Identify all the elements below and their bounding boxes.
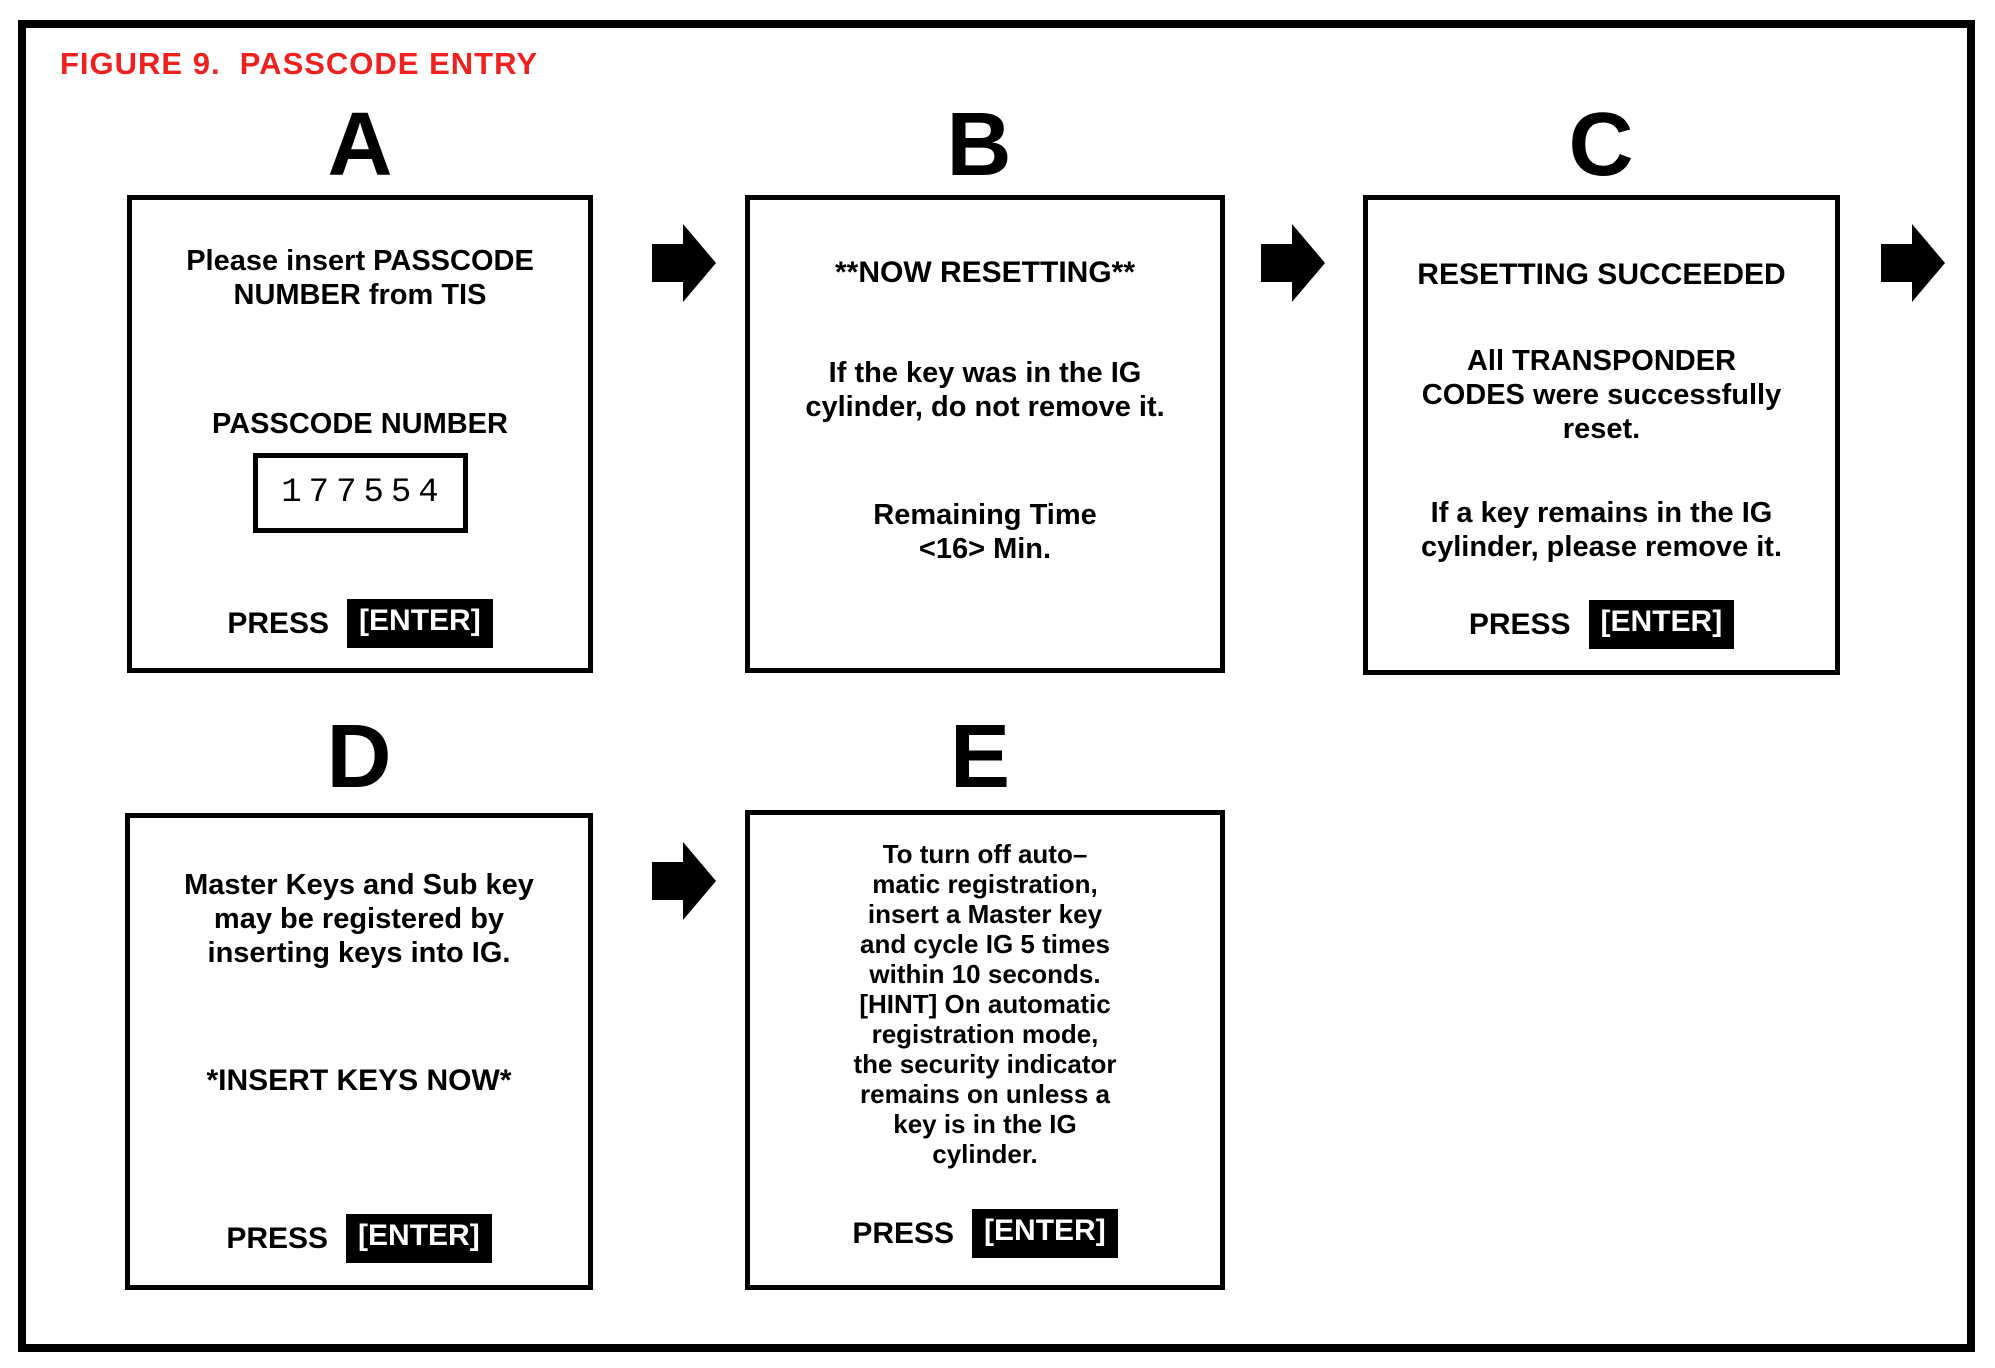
step-label-e: E: [949, 707, 1011, 807]
text-line: the security indicator: [853, 1049, 1117, 1079]
press-label: PRESS: [226, 1221, 329, 1255]
text-line: Please insert PASSCODE: [186, 245, 534, 277]
passcode-value: 177554: [281, 474, 446, 512]
text-line: All TRANSPONDER: [1466, 345, 1737, 377]
enter-key: [ENTER]: [972, 1209, 1118, 1258]
press-label: PRESS: [227, 606, 330, 640]
screen-d-message: Master Keys and Sub key may be registere…: [130, 868, 588, 970]
passcode-label: PASSCODE NUMBER: [212, 408, 508, 440]
figure-frame: FIGURE 9. PASSCODE ENTRY A B C D E Pleas…: [18, 20, 1975, 1352]
arrow-stem: [1261, 244, 1292, 282]
text-line: cylinder.: [932, 1139, 1038, 1169]
text-line: If a key remains in the IG: [1430, 497, 1773, 529]
text-line: inserting keys into IG.: [207, 937, 511, 969]
press-enter-row: PRESS [ENTER]: [130, 1214, 588, 1263]
text-line: registration mode,: [871, 1019, 1099, 1049]
screen-e: To turn off auto– matic registration, in…: [745, 810, 1225, 1290]
text-line: matic registration,: [872, 869, 1098, 899]
step-label-d: D: [326, 707, 392, 807]
arrow-right-icon: [652, 842, 716, 920]
press-enter-row: PRESS [ENTER]: [132, 599, 588, 648]
arrow-right-icon: [1881, 224, 1945, 302]
text-line: Remaining Time: [873, 499, 1097, 531]
screen-e-message: To turn off auto– matic registration, in…: [750, 839, 1220, 1169]
arrow-head: [1912, 224, 1945, 302]
text-line: Master Keys and Sub key: [184, 869, 534, 901]
text-line: To turn off auto–: [882, 839, 1088, 869]
screen-b: **NOW RESETTING** If the key was in the …: [745, 195, 1225, 673]
arrow-stem: [652, 862, 683, 900]
arrow-right-icon: [1261, 224, 1325, 302]
passcode-value-box: 177554: [252, 453, 468, 533]
screen-a: Please insert PASSCODE NUMBER from TIS P…: [127, 195, 593, 673]
text-line: remains on unless a: [860, 1079, 1110, 1109]
arrow-head: [683, 224, 716, 302]
text-line: NUMBER from TIS: [233, 279, 487, 311]
enter-key: [ENTER]: [347, 599, 493, 648]
arrow-stem: [652, 244, 683, 282]
arrow-head: [683, 842, 716, 920]
figure-title: FIGURE 9. PASSCODE ENTRY: [60, 46, 539, 81]
screen-a-message: Please insert PASSCODE NUMBER from TIS: [132, 244, 588, 312]
screen-c-message-2: If a key remains in the IG cylinder, ple…: [1368, 496, 1835, 564]
text-line: cylinder, please remove it.: [1420, 531, 1783, 563]
screen-b-heading: **NOW RESETTING**: [834, 256, 1136, 289]
screen-d: Master Keys and Sub key may be registere…: [125, 813, 593, 1290]
screen-c-heading: RESETTING SUCCEEDED: [1417, 258, 1786, 291]
screen-c: RESETTING SUCCEEDED All TRANSPONDER CODE…: [1363, 195, 1840, 675]
press-label: PRESS: [852, 1216, 955, 1250]
text-line: If the key was in the IG: [828, 357, 1142, 389]
insert-keys-prompt: *INSERT KEYS NOW*: [206, 1064, 512, 1097]
text-line: <16> Min.: [918, 533, 1052, 565]
text-line: reset.: [1562, 413, 1641, 445]
text-line: insert a Master key: [867, 899, 1103, 929]
text-line: cylinder, do not remove it.: [805, 391, 1165, 423]
text-line: and cycle IG 5 times: [859, 929, 1110, 959]
screen-c-message: All TRANSPONDER CODES were successfully …: [1368, 344, 1835, 446]
text-line: key is in the IG: [893, 1109, 1077, 1139]
text-line: CODES were successfully: [1421, 379, 1782, 411]
screen-b-message: If the key was in the IG cylinder, do no…: [750, 356, 1220, 424]
step-label-b: B: [946, 95, 1012, 195]
text-line: may be registered by: [213, 903, 505, 935]
arrow-head: [1292, 224, 1325, 302]
press-label: PRESS: [1468, 607, 1571, 641]
step-label-c: C: [1568, 95, 1634, 195]
arrow-right-icon: [652, 224, 716, 302]
step-label-a: A: [327, 95, 393, 195]
enter-key: [ENTER]: [346, 1214, 492, 1263]
press-enter-row: PRESS [ENTER]: [750, 1209, 1220, 1258]
enter-key: [ENTER]: [1588, 600, 1735, 649]
remaining-time: Remaining Time <16> Min.: [750, 498, 1220, 566]
press-enter-row: PRESS [ENTER]: [1368, 600, 1835, 649]
arrow-stem: [1881, 244, 1912, 282]
text-line: within 10 seconds.: [869, 959, 1101, 989]
text-line: [HINT] On automatic: [859, 989, 1111, 1019]
